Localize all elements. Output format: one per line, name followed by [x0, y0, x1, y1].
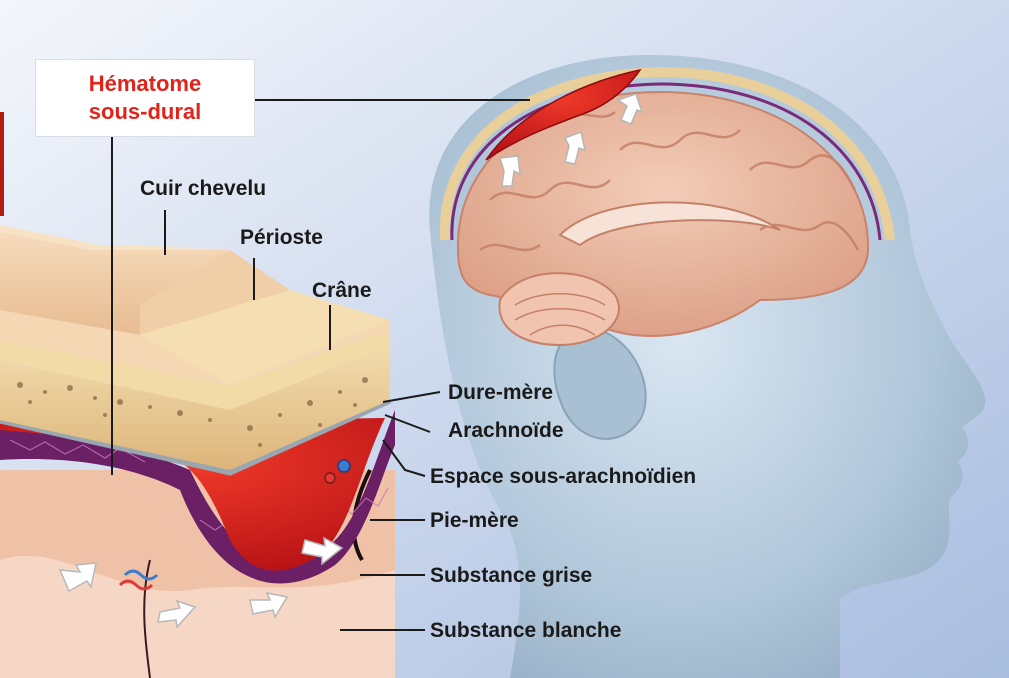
- title-line-1: Hématome: [36, 73, 254, 95]
- title-line-2: sous-dural: [36, 101, 254, 123]
- label-arachnoide: Arachnoïde: [448, 420, 564, 441]
- label-pie-mere: Pie-mère: [430, 510, 519, 531]
- label-cuir-chevelu: Cuir chevelu: [140, 178, 266, 199]
- label-dure-mere: Dure-mère: [448, 382, 553, 403]
- label-espace-sous-arachnoidien: Espace sous-arachnoïdien: [430, 466, 696, 487]
- edge-strip: [0, 112, 4, 216]
- label-crane: Crâne: [312, 280, 372, 301]
- vessel-blue: [338, 460, 350, 472]
- label-substance-blanche: Substance blanche: [430, 620, 621, 641]
- label-perioste: Périoste: [240, 227, 323, 248]
- title-box: Hématome sous-dural: [36, 60, 254, 136]
- label-substance-grise: Substance grise: [430, 565, 592, 586]
- vessel-red: [325, 473, 335, 483]
